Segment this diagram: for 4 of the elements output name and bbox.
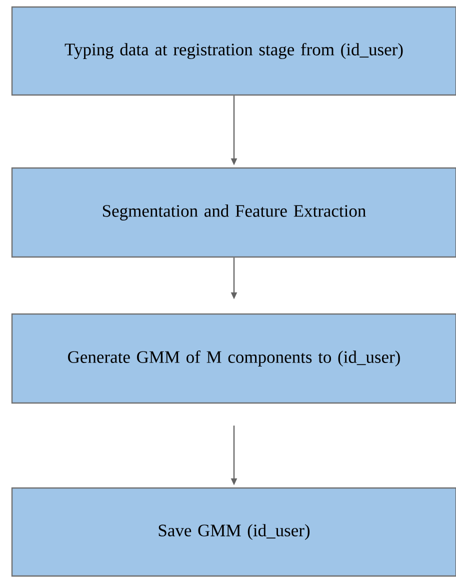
process-box: Generate GMM of M components to (id_user) <box>11 313 456 404</box>
process-box: Save GMM (id_user) <box>11 487 456 577</box>
process-box: Segmentation and Feature Extraction <box>11 167 456 258</box>
process-box: Typing data at registration stage from (id_user) <box>11 6 456 96</box>
